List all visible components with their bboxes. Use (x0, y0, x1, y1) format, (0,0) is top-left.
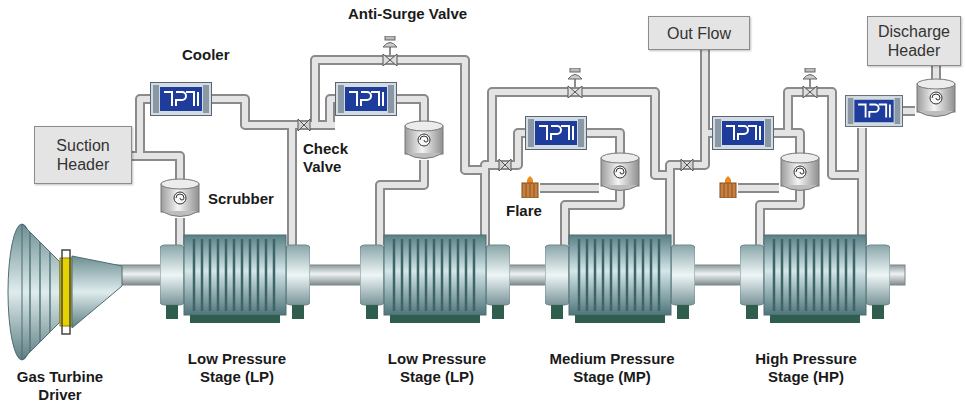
equipment-label: Gas Turbine Driver (4, 368, 116, 404)
equipment-label: Cooler (182, 46, 262, 64)
equipment-label: Medium Pressure Stage (MP) (545, 350, 679, 386)
equipment-label: Flare (506, 202, 566, 220)
equipment-label: Low Pressure Stage (LP) (172, 350, 302, 386)
header-box: Suction Header (34, 126, 132, 184)
equipment-label: High Pressure Stage (HP) (741, 350, 871, 386)
equipment-label: Scrubber (208, 190, 298, 208)
equipment-label: Check Valve (303, 140, 355, 176)
box-text: Suction Header (41, 136, 125, 174)
box-text: Discharge Header (874, 22, 954, 60)
header-box: Discharge Header (867, 16, 961, 66)
box-text: Out Flow (667, 24, 731, 43)
equipment-label: Anti-Surge Valve (348, 5, 498, 23)
header-box: Out Flow (648, 16, 750, 50)
equipment-label: Low Pressure Stage (LP) (372, 350, 502, 386)
